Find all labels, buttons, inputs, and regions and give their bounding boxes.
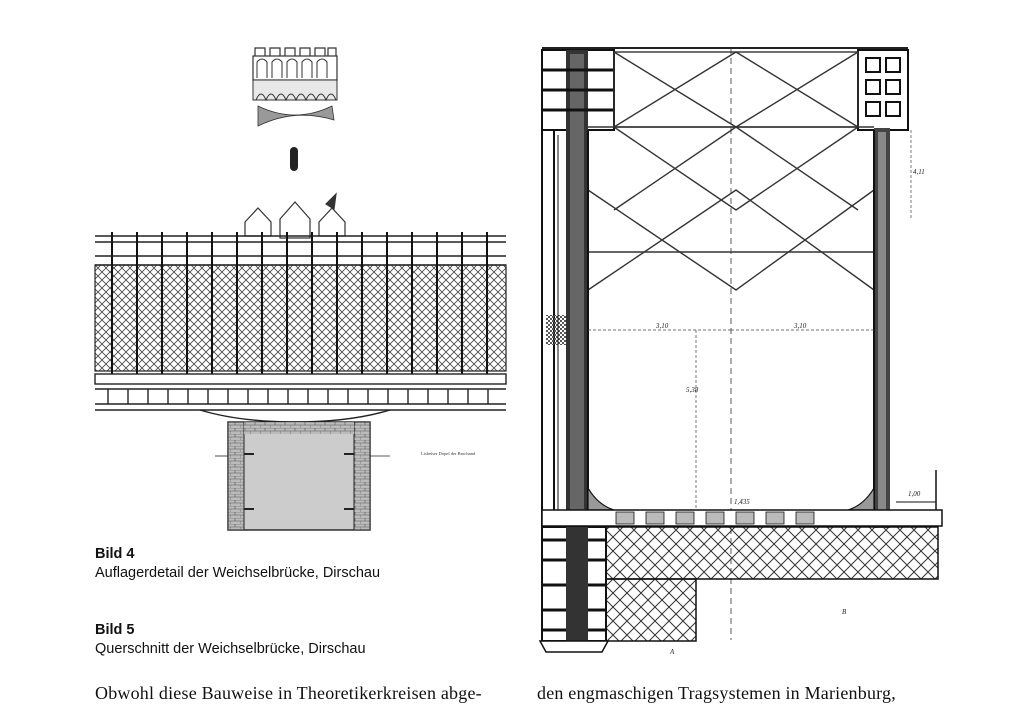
dimension-lines [588,130,912,510]
gable-ornaments [244,192,346,239]
figure-5-drawing: 3,10 3,10 5,38 1,435 4,11 1,00 A B [538,47,943,656]
figure-4-drawing [94,47,507,531]
right-column [857,49,909,528]
body-text-right: den engmaschigen Tragsystemen in Marienb… [537,683,896,703]
figure-4-note: Lisbeiser Dopel der Bruchand [421,451,476,456]
figure-4-caption: Bild 4 Auflagerdetail der Weichselbrücke… [95,545,380,583]
figure-5-caption: Bild 5 Querschnitt der Weichselbrücke, D… [95,621,366,659]
left-column [541,49,615,610]
tower-ornament [252,47,338,171]
lattice-girder [94,264,507,372]
figure-5-caption-text: Querschnitt der Weichselbrücke, Dirschau [95,641,366,657]
letter-b: B [842,608,847,616]
dim-half-left: 3,10 [655,322,669,330]
masonry-pier [215,421,390,531]
lower-girder [605,526,939,580]
deck [541,470,943,527]
figure-4-caption-text: Auflagerdetail der Weichselbrücke, Dirsc… [95,565,381,581]
vertical-posts [111,232,488,374]
figure-5-label: Bild 5 [95,622,135,638]
dim-half-right: 3,10 [793,322,807,330]
body-text-left: Obwohl diese Bauweise in Theoretikerkrei… [95,683,482,703]
dim-right-side: 1,00 [908,490,921,498]
dim-bottom-small: 1,435 [734,498,750,506]
lower-girder-left [605,578,697,642]
letter-a: A [669,648,675,656]
bottom-chord [94,373,507,423]
dim-height: 5,38 [686,386,699,394]
top-chord [95,235,506,266]
dim-right-top: 4,11 [913,168,925,176]
figure-4-label: Bild 4 [95,546,135,562]
pier-footing [538,526,610,653]
